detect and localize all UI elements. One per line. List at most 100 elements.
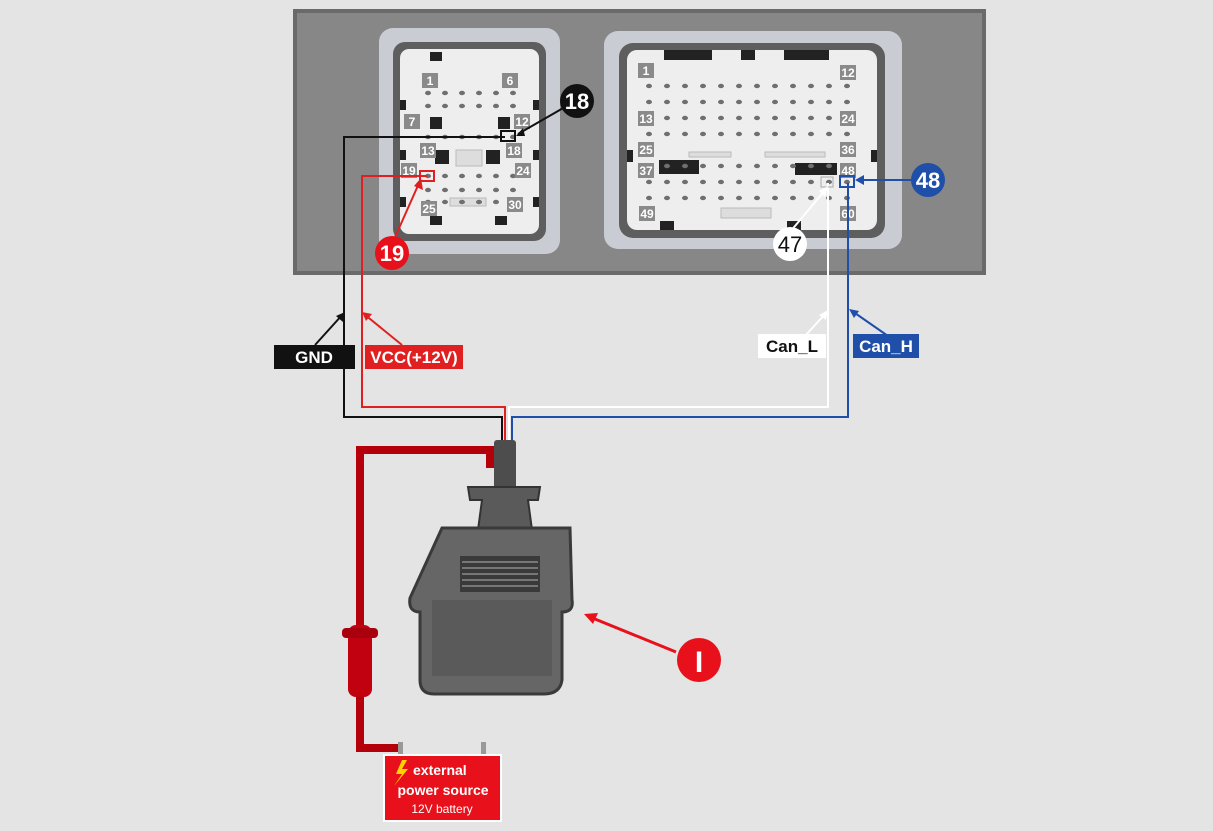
connector-pin <box>493 103 499 109</box>
pin-number-box <box>420 143 436 158</box>
connector-pin <box>808 83 814 89</box>
connector-pin <box>754 99 760 105</box>
connector-pin <box>772 99 778 105</box>
can-l-label: Can_L <box>766 337 818 356</box>
pin-number-label: 7 <box>409 115 416 129</box>
pin-number-box <box>840 111 856 126</box>
pin-number-box <box>502 73 518 88</box>
connector-pin <box>808 163 814 169</box>
pin48-highlight <box>839 175 855 188</box>
pin-number-box <box>401 163 417 178</box>
connector-pin <box>808 179 814 185</box>
connector-pin <box>844 83 850 89</box>
connector-pin <box>754 83 760 89</box>
connector-pin <box>664 163 670 169</box>
connector-pin <box>425 187 431 193</box>
connector-pin <box>476 187 482 193</box>
callout-18-label: 18 <box>565 89 589 114</box>
connector-pin <box>790 99 796 105</box>
pin-number-label: 25 <box>422 202 436 216</box>
obd-marker-label: I <box>695 646 703 679</box>
connector-pin <box>646 131 652 137</box>
can-l-label-tag: Can_L <box>758 334 826 358</box>
connector-pin <box>476 90 482 96</box>
connector-pin <box>442 199 448 205</box>
can-l-wire <box>508 183 829 445</box>
connector-pin <box>736 99 742 105</box>
connector-pin <box>772 163 778 169</box>
obd-connector <box>408 440 574 696</box>
can-h-label-tag: Can_H <box>853 334 919 358</box>
pin-number-box <box>506 143 522 158</box>
connector-pin <box>718 131 724 137</box>
connector-pin <box>718 115 724 121</box>
pin-number-label: 19 <box>402 164 416 178</box>
connector-pin <box>718 83 724 89</box>
vcc-label-tag: VCC(+12V) <box>365 345 463 369</box>
connector-pin <box>754 131 760 137</box>
can-h-wire <box>511 183 849 445</box>
connector-pin <box>459 103 465 109</box>
connector-pin <box>425 103 431 109</box>
pin-number-label: 36 <box>841 143 855 157</box>
connector-pin <box>493 90 499 96</box>
connector-pin <box>736 115 742 121</box>
callout-18: 18 <box>560 84 594 118</box>
connector-pin <box>700 179 706 185</box>
connector-pin <box>772 83 778 89</box>
pin-number-label: 13 <box>639 112 653 126</box>
connector-pin <box>826 131 832 137</box>
lightning-icon <box>394 760 408 786</box>
connector-pin <box>826 163 832 169</box>
connector-pin <box>682 115 688 121</box>
connector-pin <box>682 131 688 137</box>
connector-pin <box>682 163 688 169</box>
connector-pin <box>459 90 465 96</box>
pin-number-box <box>404 114 420 129</box>
connector-pin <box>736 179 742 185</box>
pin-number-box <box>515 163 531 178</box>
connector-pin <box>772 195 778 201</box>
pin-number-box <box>422 73 438 88</box>
connector-pin <box>718 195 724 201</box>
power-source-line3: 12V battery <box>411 802 472 816</box>
connector-pin <box>790 163 796 169</box>
connector-pin <box>844 99 850 105</box>
connector-pin <box>808 99 814 105</box>
obd-marker: I <box>677 638 721 682</box>
connector-pin <box>790 195 796 201</box>
connector-pin <box>736 131 742 137</box>
connector-pin <box>790 83 796 89</box>
connector-pin <box>826 83 832 89</box>
connector-pin <box>682 99 688 105</box>
connector-pin <box>718 179 724 185</box>
pin-number-label: 12 <box>515 115 529 129</box>
connector-pin <box>664 99 670 105</box>
vcc-label: VCC(+12V) <box>370 348 457 367</box>
power-source-box: external power source 12V battery <box>383 742 502 822</box>
pin-number-label: 12 <box>841 66 855 80</box>
gnd-label-tag: GND <box>274 345 355 369</box>
connector-pin <box>493 187 499 193</box>
connector-pin <box>442 173 448 179</box>
pin-number-label: 24 <box>516 164 530 178</box>
connector-pin <box>700 163 706 169</box>
vcc-wire <box>361 175 506 445</box>
pin-number-label: 48 <box>841 164 855 178</box>
power-cable <box>342 446 494 752</box>
connector-pin <box>736 163 742 169</box>
pin-number-box <box>840 142 856 157</box>
pin-number-box <box>639 206 655 221</box>
connector-pin <box>664 131 670 137</box>
connector-pin <box>718 99 724 105</box>
pin19-highlight <box>419 170 435 182</box>
connector-pin <box>425 173 431 179</box>
connector-pin <box>476 103 482 109</box>
connector-pin <box>772 131 778 137</box>
pin-number-box <box>514 114 530 129</box>
connector-pin <box>425 90 431 96</box>
connector-pin <box>754 163 760 169</box>
pin-number-label: 37 <box>639 164 653 178</box>
connector-pin <box>754 115 760 121</box>
